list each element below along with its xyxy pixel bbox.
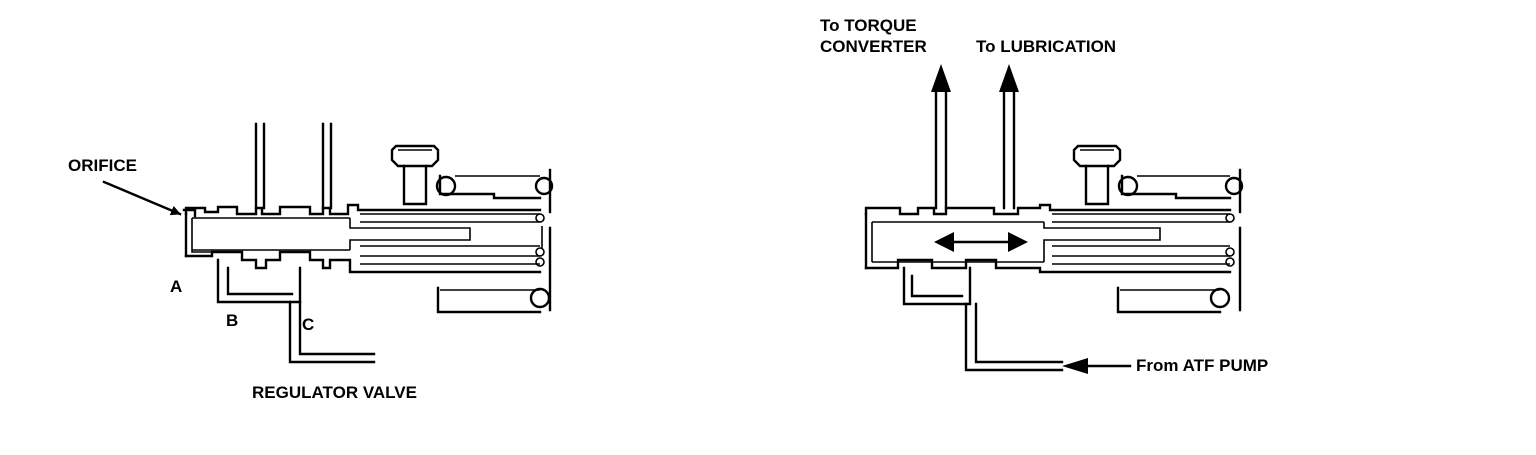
spring-housing-right [1052, 168, 1242, 312]
orifice-label: ORIFICE [68, 156, 137, 175]
atf-pump-label: From ATF PUMP [1136, 356, 1268, 375]
bolt-right [1072, 144, 1122, 206]
spool-movement-arrow [934, 232, 1028, 252]
lower-line-left [436, 286, 551, 314]
port-a-label: A [170, 277, 182, 296]
spool-left [191, 217, 471, 253]
valve-body-left [182, 203, 542, 274]
spool-right [871, 221, 1161, 263]
lower-passages-left [216, 258, 376, 364]
atf-pump-arrow [1062, 358, 1088, 374]
upper-passages-right [931, 64, 1019, 210]
regulator-valve-left: ORIFICE A B C REGULATOR VALVE [68, 122, 554, 402]
spring-housing-left [360, 168, 552, 312]
bolt-left [390, 144, 440, 206]
upper-line-left [435, 174, 554, 200]
orifice-arrow [102, 180, 182, 216]
regulator-valve-right: To TORQUE CONVERTER To LUBRICATION From … [820, 16, 1268, 375]
port-b-label: B [226, 311, 238, 330]
lower-line-right [1116, 286, 1231, 314]
lubrication-arrow [999, 64, 1019, 92]
torque-converter-label-line2: CONVERTER [820, 37, 927, 56]
lubrication-label: To LUBRICATION [976, 37, 1116, 56]
port-c-label: C [302, 315, 314, 334]
regulator-valve-caption: REGULATOR VALVE [252, 383, 417, 402]
torque-converter-label-line1: To TORQUE [820, 16, 917, 35]
upper-passages-left [254, 122, 333, 210]
lower-passages-right [902, 266, 1132, 374]
upper-line-right [1117, 174, 1244, 200]
torque-converter-arrow [931, 64, 951, 92]
